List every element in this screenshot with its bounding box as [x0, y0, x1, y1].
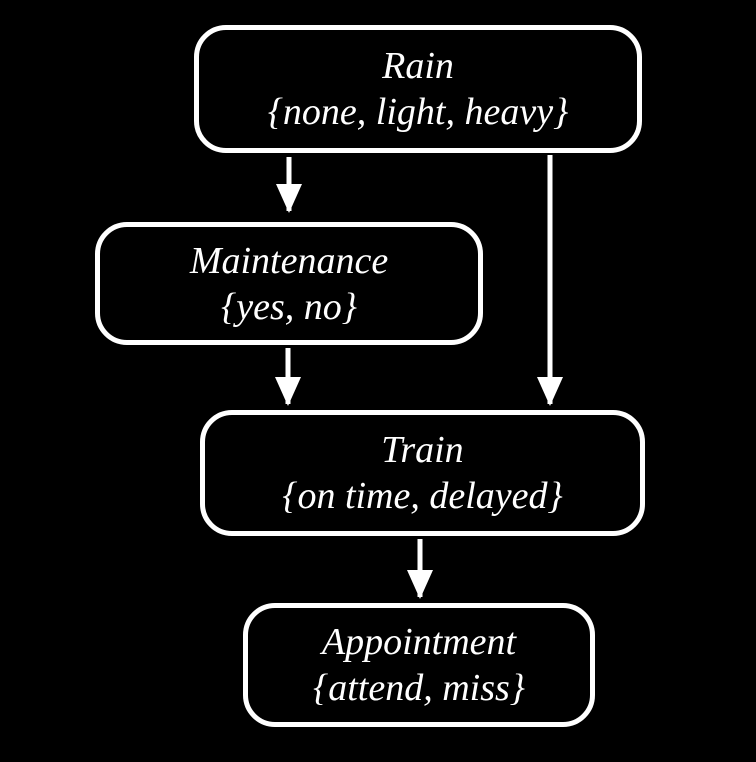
node-title: Maintenance	[189, 239, 389, 282]
node-values: {none, light, heavy}	[267, 91, 569, 133]
node-appointment: Appointment {attend, miss}	[243, 603, 595, 727]
node-values: {yes, no}	[221, 285, 357, 328]
node-title: Rain	[382, 45, 454, 87]
node-values: {attend, miss}	[313, 667, 525, 709]
node-train: Train {on time, delayed}	[200, 410, 645, 536]
node-rain: Rain {none, light, heavy}	[194, 25, 642, 153]
node-title: Appointment	[321, 621, 517, 663]
node-title: Train	[381, 429, 464, 471]
node-values: {on time, delayed}	[282, 475, 563, 517]
node-maintenance: Maintenance {yes, no}	[95, 222, 483, 345]
